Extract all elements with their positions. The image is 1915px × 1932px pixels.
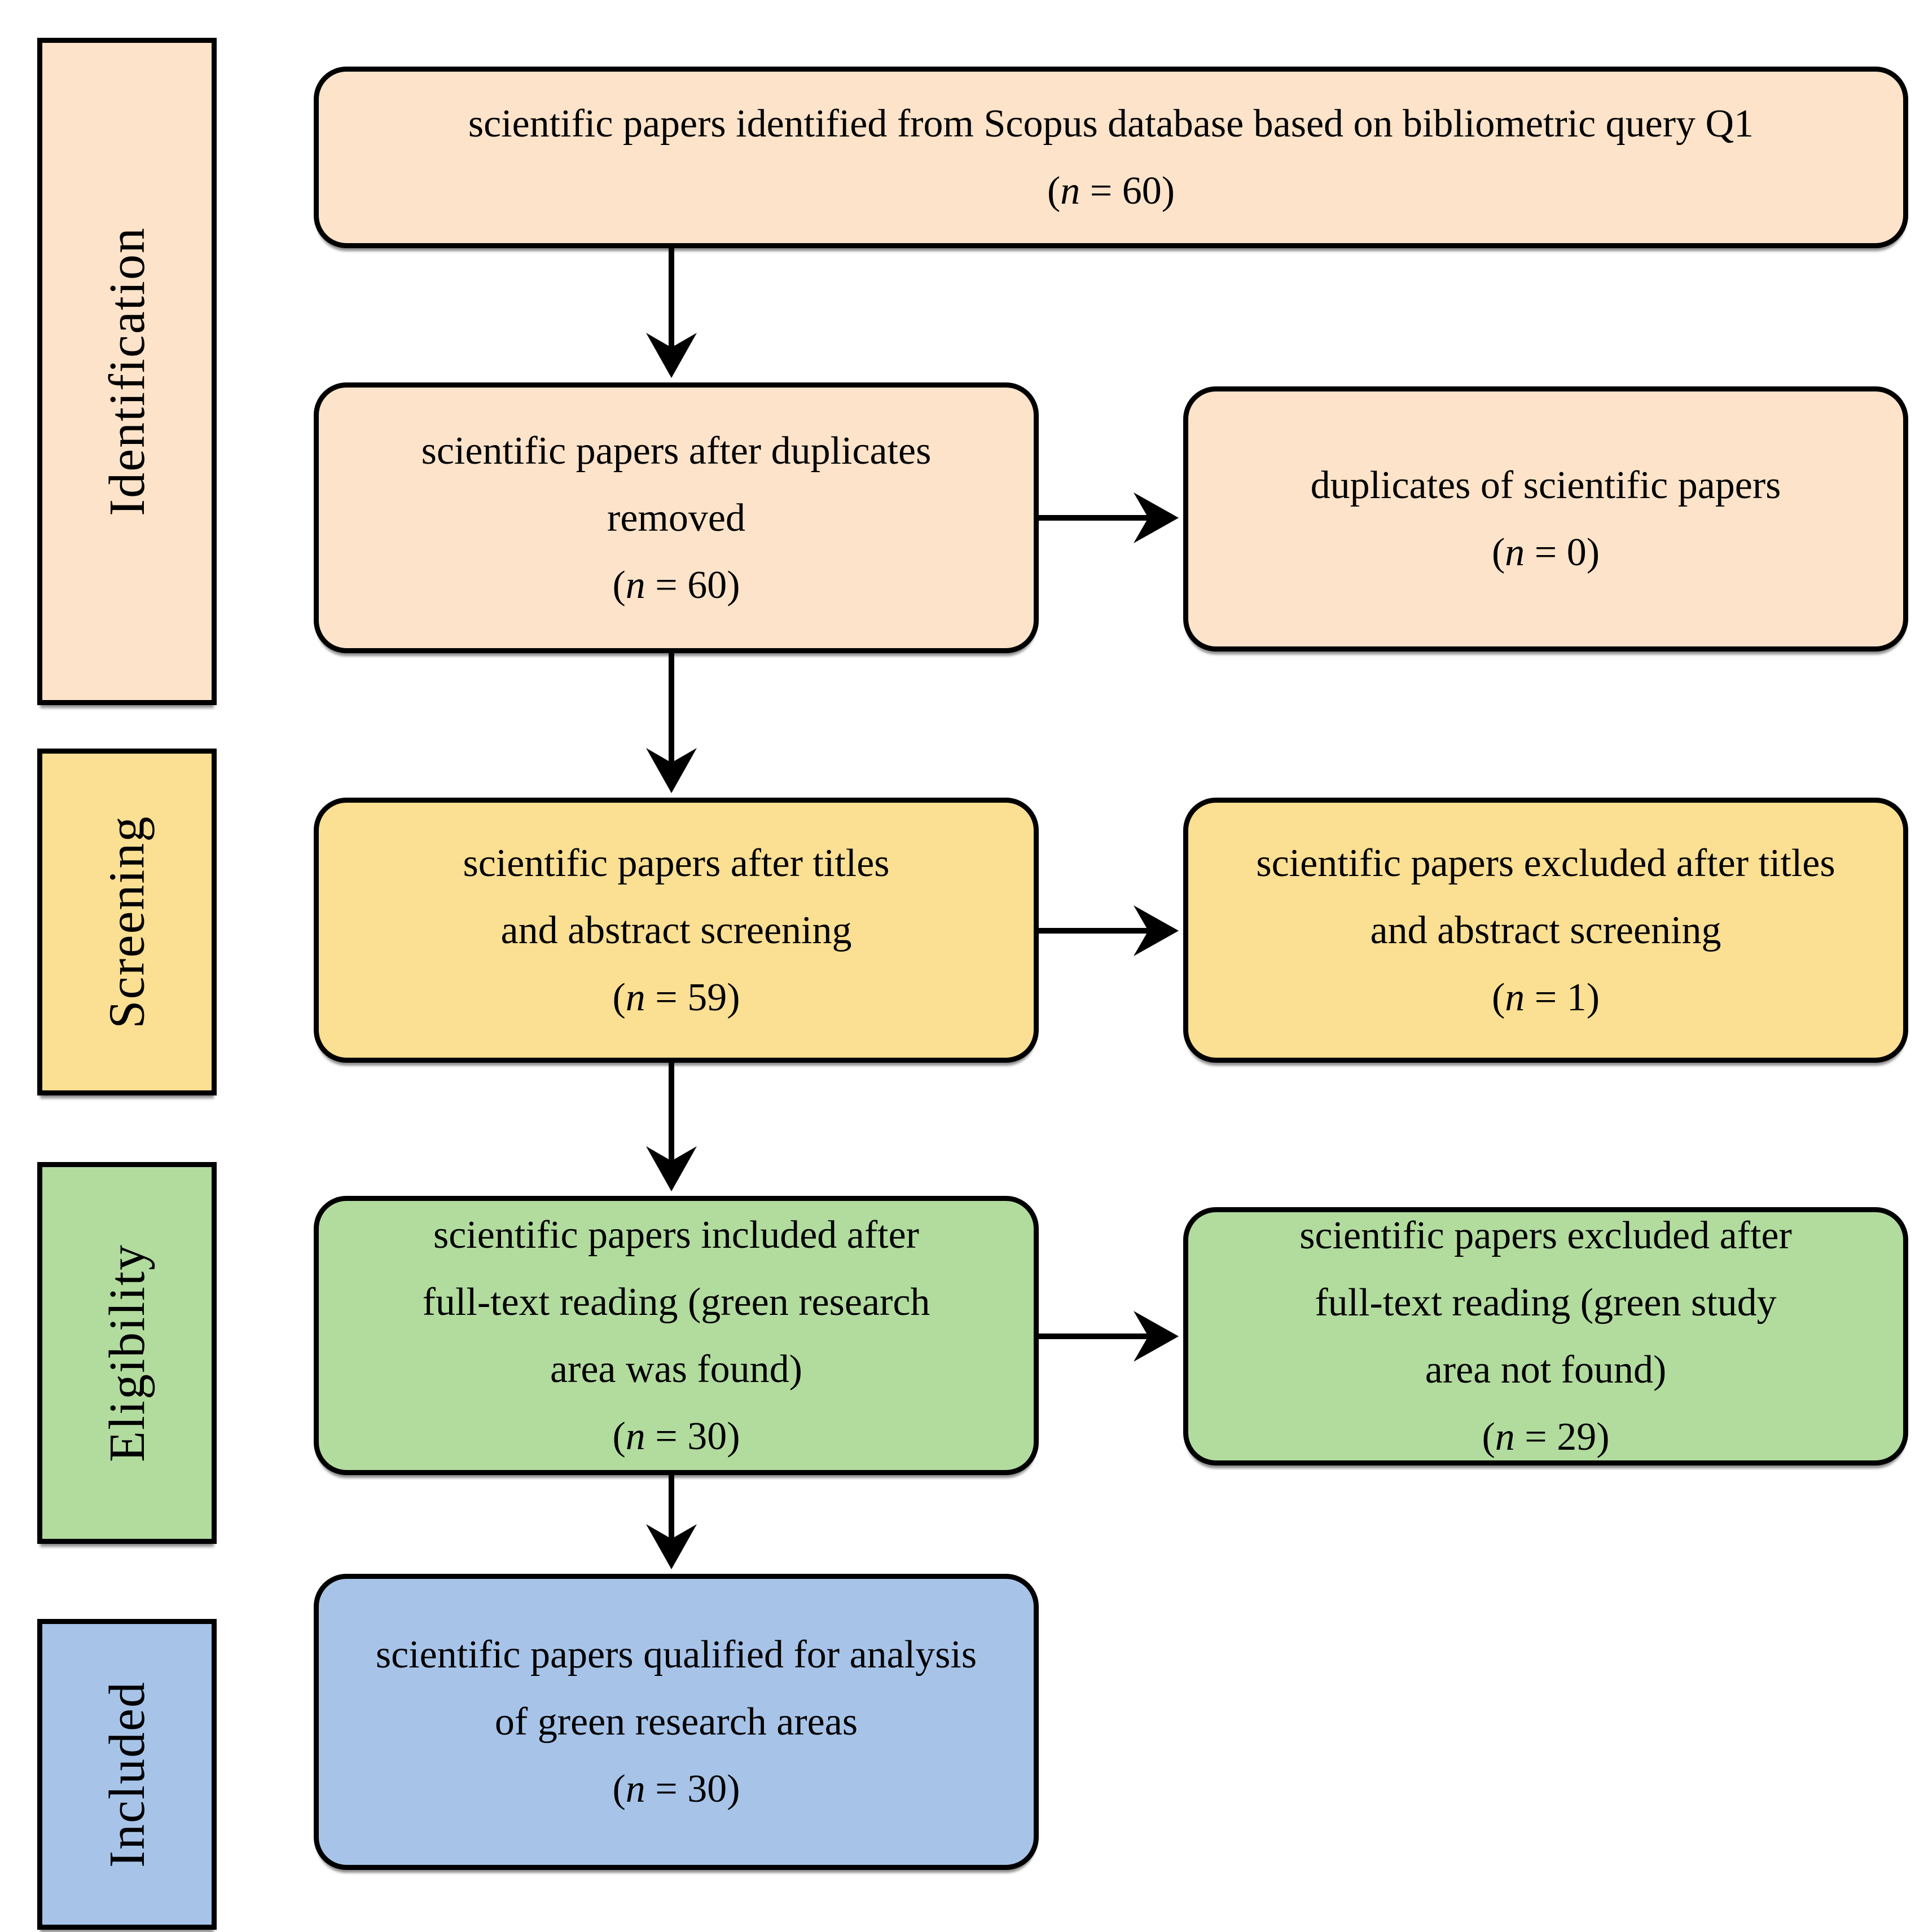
flow-box-qualified-for-analysis: scientific papers qualified for analysis… [314,1574,1039,1870]
box-text-line: scientific papers after titles [463,841,890,885]
n-symbol: n [1060,169,1081,213]
stage-box-included: Included [37,1619,217,1930]
flow-box-after-duplicates-removed: scientific papers after duplicates remov… [314,382,1039,653]
stage-box-identification: Identification [37,38,217,705]
box-text-line: scientific papers qualified for analysis [375,1633,977,1676]
n-symbol: n [625,1414,645,1458]
box-count-line: (n = 30) [612,1414,740,1458]
box-text-line: full-text reading (green research [422,1280,930,1324]
box-count-line: (n = 60) [1047,169,1175,213]
box-count-line: (n = 30) [612,1767,740,1811]
box-text-line: and abstract screening [1370,908,1721,952]
box-text-line: scientific papers after duplicates [421,429,932,473]
box-text-line: area not found) [1425,1348,1667,1392]
stage-label-included: Included [99,1681,155,1868]
box-text-line: scientific papers excluded after titles [1256,841,1835,885]
box-count-line: (n = 1) [1491,975,1600,1019]
box-text-line: and abstract screening [500,908,852,952]
n-symbol: n [1505,531,1525,574]
flow-box-fulltext-included: scientific papers included after full-te… [314,1196,1039,1475]
n-symbol: n [625,563,645,607]
box-count-line: (n = 0) [1491,531,1600,574]
box-text-line: scientific papers included after [433,1213,919,1257]
stage-box-screening: Screening [37,749,217,1095]
box-text-line: scientific papers identified from Scopus… [468,102,1754,146]
stage-label-screening: Screening [99,815,155,1029]
box-text-line: area was found) [550,1347,802,1391]
box-text-line: duplicates of scientific papers [1310,464,1781,507]
box-text-line: of green research areas [494,1700,858,1744]
flow-box-duplicates: duplicates of scientific papers (n = 0) [1183,386,1908,652]
flow-box-records-identified: scientific papers identified from Scopus… [314,67,1908,248]
n-symbol: n [1505,975,1525,1019]
box-count-line: (n = 59) [612,975,740,1019]
flow-box-title-abstract-excluded: scientific papers excluded after titles … [1183,798,1908,1063]
box-count-line: (n = 60) [612,563,740,607]
flow-box-title-abstract-screened: scientific papers after titles and abstr… [314,798,1039,1063]
n-symbol: n [1495,1415,1515,1459]
flow-box-fulltext-excluded: scientific papers excluded after full-te… [1183,1207,1908,1465]
box-count-line: (n = 29) [1482,1415,1610,1459]
stage-label-eligibility: Eligibility [99,1243,155,1463]
n-symbol: n [625,1767,645,1811]
stage-box-eligibility: Eligibility [37,1162,217,1544]
stage-label-identification: Identification [99,227,155,516]
box-text-line: full-text reading (green study [1315,1281,1777,1324]
n-symbol: n [625,975,645,1019]
box-text-line: removed [607,496,745,540]
box-text-line: scientific papers excluded after [1299,1214,1792,1257]
